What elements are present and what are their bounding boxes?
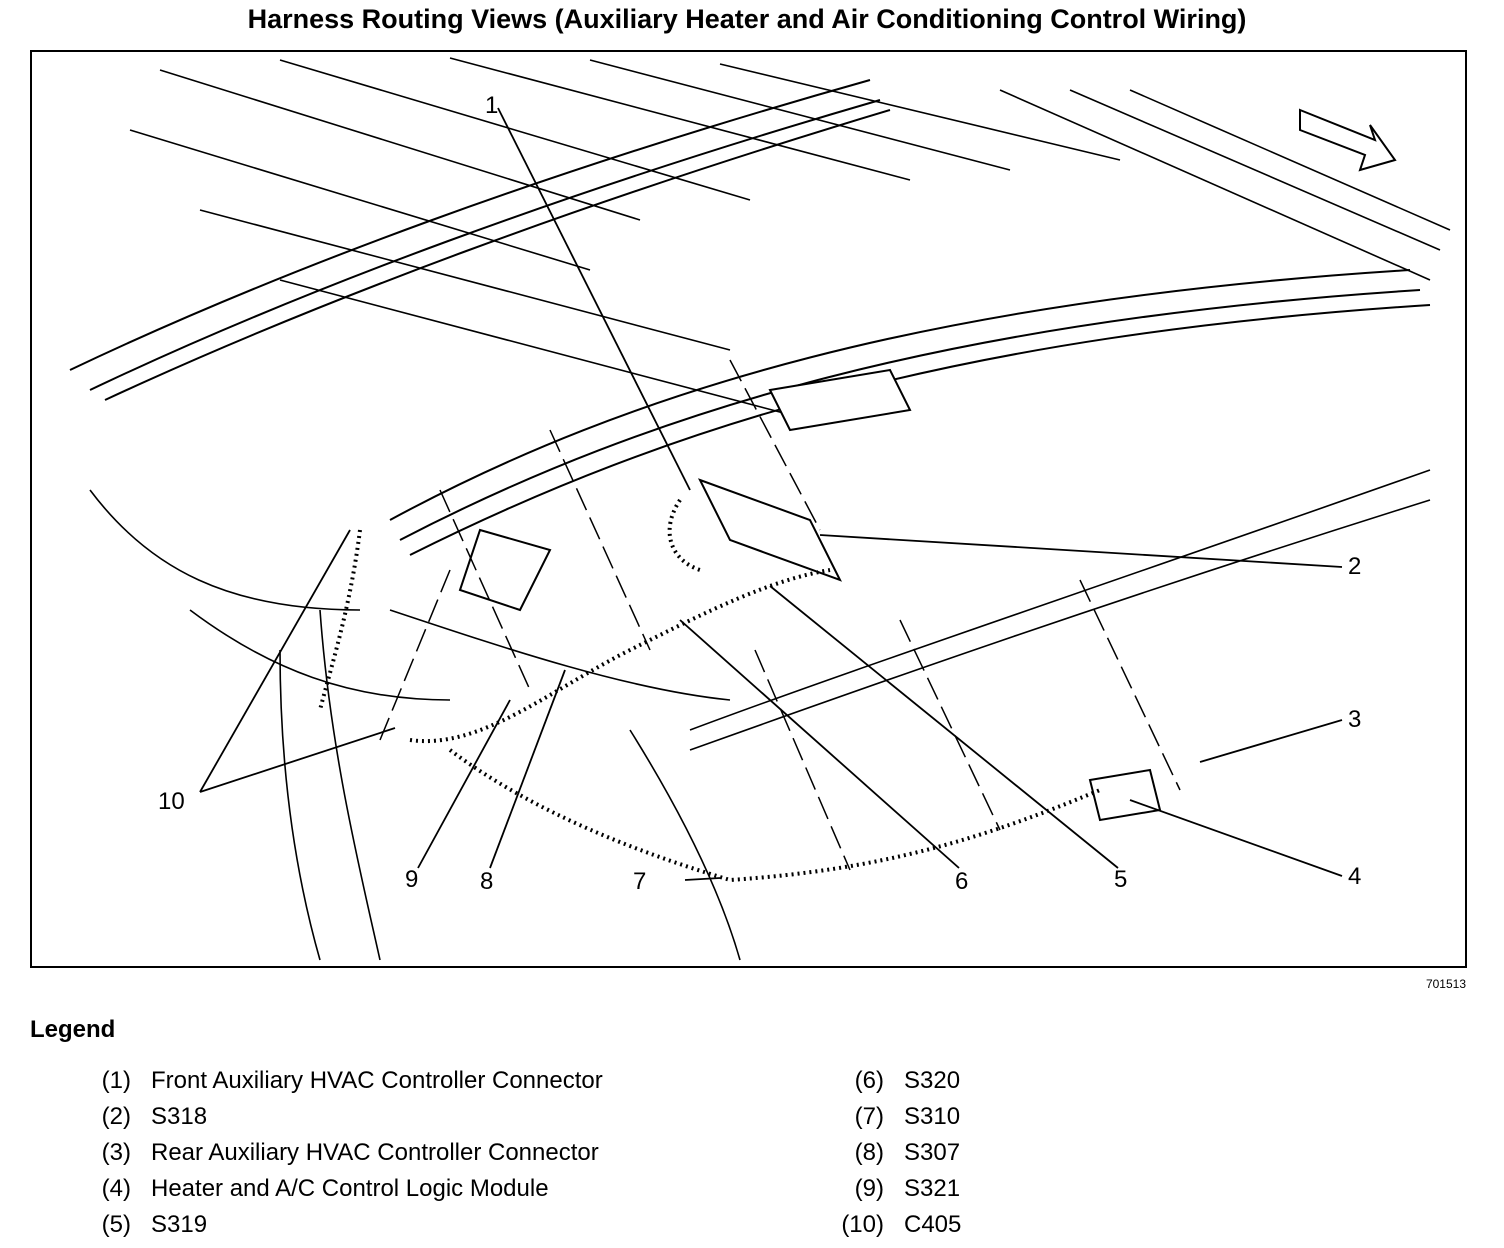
callout-5: 5 — [1114, 866, 1128, 893]
legend-title: Legend — [30, 1016, 116, 1043]
legend-item: (2) S318 — [75, 1099, 603, 1135]
legend-item: (7) S310 — [828, 1099, 961, 1135]
legend-item-label: Front Auxiliary HVAC Controller Connecto… — [151, 1067, 603, 1094]
legend-item-number: (9) — [854, 1175, 884, 1202]
legend-item-label: Heater and A/C Control Logic Module — [151, 1175, 549, 1202]
harness-routing-illustration — [30, 50, 1467, 968]
figure-number: 701513 — [1425, 977, 1466, 991]
legend-item: (10) C405 — [828, 1207, 961, 1243]
wiring-harness — [318, 498, 1101, 883]
legend-item-label: C405 — [904, 1211, 962, 1238]
legend-item-number: (3) — [101, 1139, 131, 1166]
legend-item-label: S307 — [904, 1139, 961, 1166]
legend-item-number: (7) — [854, 1103, 884, 1130]
callout-10: 10 — [158, 788, 185, 815]
callout-7: 7 — [633, 868, 647, 895]
callout-1: 1 — [485, 92, 499, 119]
legend-item-label: S319 — [151, 1211, 208, 1238]
legend-item-label: S320 — [904, 1067, 961, 1094]
legend-item-label: S310 — [904, 1103, 961, 1130]
callout-6: 6 — [955, 868, 969, 895]
legend-item: (1) Front Auxiliary HVAC Controller Conn… — [75, 1063, 603, 1099]
callout-2: 2 — [1348, 553, 1362, 580]
leader-lines — [199, 107, 1343, 881]
legend-item-number: (4) — [101, 1175, 131, 1202]
view-projection-lines — [379, 359, 1181, 871]
legend-item-number: (1) — [101, 1067, 131, 1094]
view-indicator-arrow — [1299, 108, 1397, 172]
diagram-frame: 1 2 3 4 5 6 7 8 9 10 — [30, 50, 1467, 968]
legend-item: (4) Heater and A/C Control Logic Module — [75, 1171, 603, 1207]
legend-item: (3) Rear Auxiliary HVAC Controller Conne… — [75, 1135, 603, 1171]
legend-item-number: (6) — [854, 1067, 884, 1094]
legend-item: (5) S319 — [75, 1207, 603, 1243]
legend-item: (8) S307 — [828, 1135, 961, 1171]
callout-8: 8 — [480, 868, 494, 895]
callout-4: 4 — [1348, 863, 1362, 890]
roof-console-modules — [458, 368, 1162, 822]
roof-rails — [69, 79, 1431, 556]
legend-item: (9) S321 — [828, 1171, 961, 1207]
legend-item-label: S318 — [151, 1103, 208, 1130]
callout-3: 3 — [1348, 706, 1362, 733]
legend-item-number: (2) — [101, 1103, 131, 1130]
legend-item-label: S321 — [904, 1175, 961, 1202]
lower-body-lines — [89, 469, 1431, 961]
roof-panel-lines — [129, 57, 1451, 421]
legend-item-number: (10) — [841, 1211, 884, 1238]
legend-item-label: Rear Auxiliary HVAC Controller Connector — [151, 1139, 599, 1166]
diagram-title: Harness Routing Views (Auxiliary Heater … — [247, 4, 1247, 34]
legend-column-right: (6) S320 (7) S310 (8) S307 (9) S321 (10)… — [828, 1063, 961, 1243]
legend-item-number: (5) — [101, 1211, 131, 1238]
legend-item-number: (8) — [854, 1139, 884, 1166]
legend-column-left: (1) Front Auxiliary HVAC Controller Conn… — [75, 1063, 603, 1243]
legend-item: (6) S320 — [828, 1063, 961, 1099]
callout-9: 9 — [405, 866, 419, 893]
